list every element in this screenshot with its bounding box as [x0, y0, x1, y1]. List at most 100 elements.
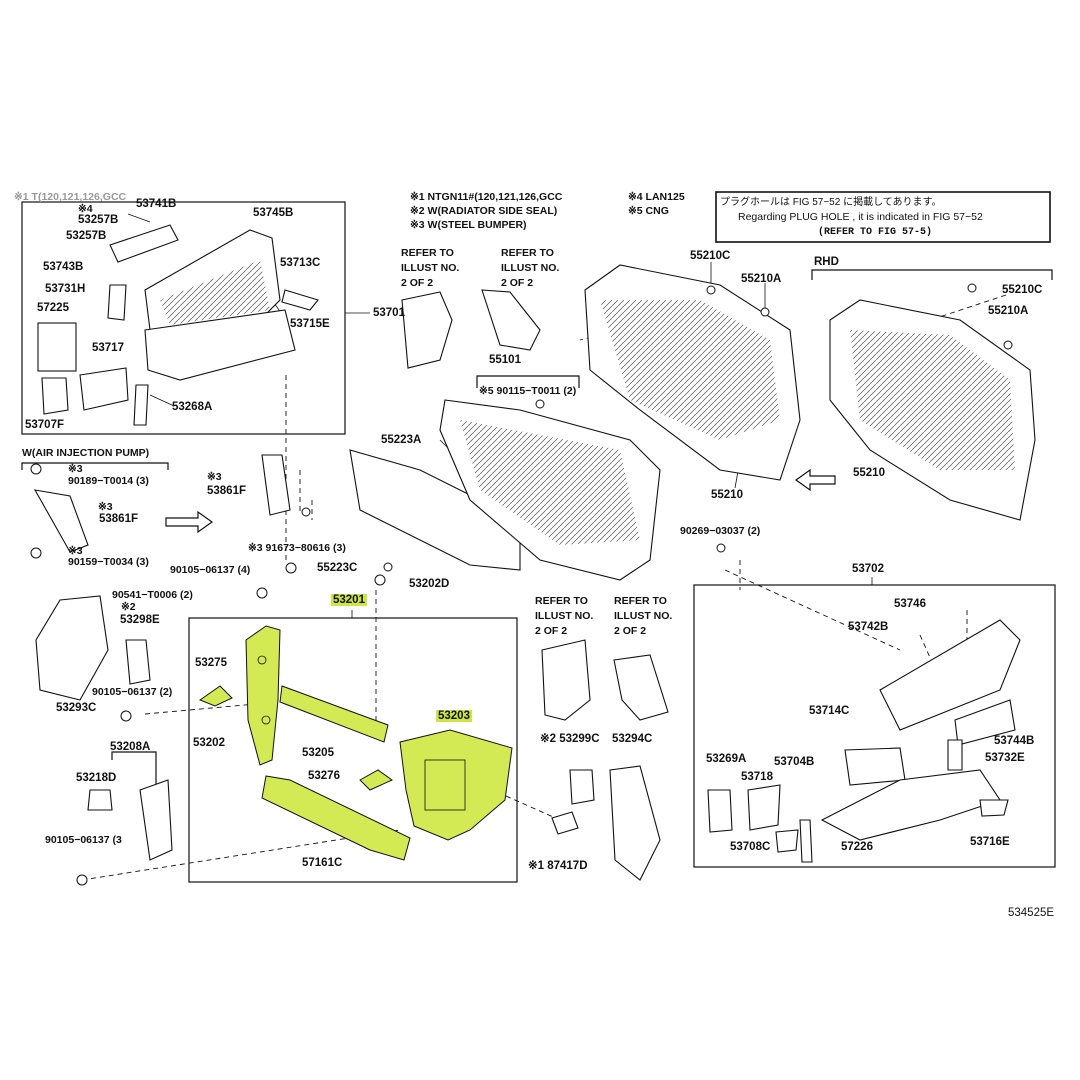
part-shape-53731H	[107, 284, 127, 321]
part-shape-53708C	[775, 829, 799, 853]
part-label-53741B[interactable]: 53741B	[136, 198, 177, 210]
highlighted-parts	[198, 625, 513, 861]
group-box-53702	[693, 584, 1056, 868]
part-label-91673-80616[interactable]: ※3 91673−80616 (3)	[248, 542, 346, 554]
part-label-57225[interactable]: 57225	[37, 302, 69, 314]
part-shape-53704B	[844, 747, 906, 786]
part-label-53704B[interactable]: 53704B	[774, 756, 815, 768]
part-label-53298E[interactable]: 53298E	[120, 614, 160, 626]
part-label-53218D[interactable]: 53218D	[76, 772, 117, 784]
part-label-87417D[interactable]: ※1 87417D	[528, 860, 588, 872]
part-label-53294C[interactable]: 53294C	[612, 733, 653, 745]
part-label-53743B[interactable]: 53743B	[43, 261, 84, 273]
part-shape-53861F-center	[261, 454, 291, 516]
part-label-53714C[interactable]: 53714C	[809, 705, 850, 717]
part-label-55210A-b[interactable]: 55210A	[988, 305, 1029, 317]
part-label-53269A[interactable]: 53269A	[706, 753, 747, 765]
refer-shape-1	[401, 291, 453, 369]
part-label-55210-b[interactable]: 55210	[853, 467, 885, 479]
part-label-53203[interactable]: 53203	[436, 710, 472, 722]
part-label-55210-a[interactable]: 55210	[711, 489, 743, 501]
part-label-53742B[interactable]: 53742B	[848, 621, 889, 633]
plug-hole-note-ref: (REFER TO FIG 57-5)	[818, 227, 933, 238]
part-label-55223A[interactable]: 55223A	[381, 434, 422, 446]
plug-hole-note-box	[715, 191, 1051, 243]
part-label-55210A-a[interactable]: 55210A	[741, 273, 782, 285]
part-label-57161C[interactable]: 57161C	[302, 857, 343, 869]
part-label-90115-T0011[interactable]: ※5 90115−T0011 (2)	[479, 385, 577, 397]
part-label-53257B-b[interactable]: 53257B	[66, 230, 107, 242]
part-label-90269-03037[interactable]: 90269−03037 (2)	[680, 525, 761, 537]
part-label-55210C-a[interactable]: 55210C	[690, 250, 731, 262]
group-box-53201	[188, 617, 518, 883]
part-label-53202[interactable]: 53202	[193, 737, 225, 749]
part-label-53299C[interactable]: ※2 53299C	[540, 733, 600, 745]
part-label-90105-06137-c[interactable]: 90105−06137 (3	[45, 834, 122, 846]
part-shape-53732E	[947, 739, 963, 771]
refer-shape-3	[541, 639, 591, 721]
refer-shape-2	[481, 289, 541, 351]
part-shape-53208A	[139, 779, 173, 861]
part-label-53718[interactable]: 53718	[741, 771, 773, 783]
part-shape-53743B	[109, 224, 179, 263]
part-label-53745B[interactable]: 53745B	[253, 207, 294, 219]
part-label-53202D[interactable]: 53202D	[409, 578, 450, 590]
part-label-53744B[interactable]: 53744B	[994, 735, 1035, 747]
part-label-55223C[interactable]: 55223C	[317, 562, 358, 574]
part-label-53861F-a[interactable]: 53861F	[99, 513, 139, 525]
part-shape-57225	[37, 322, 77, 372]
part-shape-53205	[279, 685, 389, 743]
part-label-53732E[interactable]: 53732E	[985, 752, 1025, 764]
part-label-53257B-a[interactable]: 53257B	[78, 214, 119, 226]
part-label-53208A[interactable]: 53208A	[110, 741, 151, 753]
part-label-57226[interactable]: 57226	[841, 841, 873, 853]
part-label-53268A[interactable]: 53268A	[172, 401, 213, 413]
part-label-53293C[interactable]: 53293C	[56, 702, 97, 714]
part-shape-53707F	[41, 377, 69, 415]
figure-number: 534525E	[1008, 907, 1055, 919]
air-injection-bracket	[21, 462, 169, 470]
fasteners	[30, 283, 1013, 886]
plug-hole-note-jp: プラグホールは FIG 57−52 に掲載してあります。	[720, 197, 942, 208]
part-label-53717[interactable]: 53717	[92, 342, 124, 354]
part-shape-53298E	[125, 639, 151, 685]
group-box-53701	[21, 201, 346, 435]
part-shape-53202	[245, 625, 281, 766]
part-label-90105-06137-a[interactable]: 90105−06137 (4)	[170, 564, 251, 576]
group-label-53702: 53702	[852, 563, 884, 575]
part-label-53746[interactable]: 53746	[894, 598, 926, 610]
condition-note-1: ※1 NTGN11#(120,121,126,GCC	[410, 191, 563, 203]
part-label-53276[interactable]: 53276	[308, 770, 340, 782]
refer-shape-4	[613, 654, 669, 721]
part-label-90189-T0014[interactable]: 90189−T0014 (3)	[68, 475, 149, 487]
part-label-53716E[interactable]: 53716E	[970, 836, 1010, 848]
part-shape-53268A	[133, 384, 149, 426]
part-label-55210C-b[interactable]: 55210C	[1002, 284, 1043, 296]
part-label-90541-T0006[interactable]: 90541−T0006 (2)	[112, 589, 193, 601]
part-label-90159-T0034[interactable]: 90159−T0034 (3)	[68, 556, 149, 568]
part-shape-87417D	[551, 811, 579, 835]
part-shape-53717	[79, 367, 129, 411]
part-label-53861F-b[interactable]: 53861F	[207, 485, 247, 497]
mark-4: ※4	[78, 203, 93, 215]
part-shape-53276	[359, 769, 393, 791]
part-label-53731H[interactable]: 53731H	[45, 283, 86, 295]
part-label-53708C[interactable]: 53708C	[730, 841, 771, 853]
part-label-90105-06137-b[interactable]: 90105−06137 (2)	[92, 686, 173, 698]
part-label-53713C[interactable]: 53713C	[280, 257, 321, 269]
rhd-bracket	[811, 269, 1053, 280]
panel-texture	[160, 260, 1015, 545]
part-shape-57161C	[261, 775, 411, 861]
part-shape-53299C	[569, 769, 595, 805]
mark-3-a: ※3	[68, 463, 83, 475]
air-injection-label: W(AIR INJECTION PUMP)	[22, 447, 150, 459]
part-label-53715E[interactable]: 53715E	[290, 318, 330, 330]
part-label-53205[interactable]: 53205	[302, 747, 334, 759]
condition-note-faded: ※1 T(120,121,126,GCC	[14, 191, 127, 203]
part-label-53707F[interactable]: 53707F	[25, 419, 65, 431]
part-label-53275[interactable]: 53275	[195, 657, 227, 669]
